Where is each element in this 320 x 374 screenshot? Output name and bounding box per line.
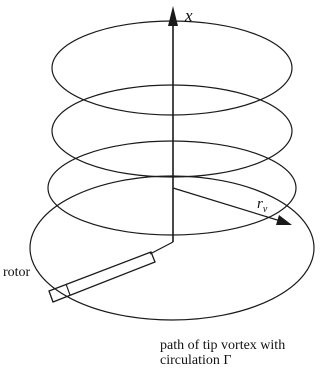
- vortex-turn: [47, 140, 297, 236]
- radius-vector: rv: [172, 187, 292, 225]
- rotor-label: rotor: [3, 265, 31, 280]
- radius-symbol: r: [257, 196, 263, 212]
- caption-line-1: path of tip vortex with: [160, 338, 285, 353]
- x-axis-arrowhead: [168, 6, 178, 26]
- x-axis-label: x: [184, 6, 193, 25]
- x-axis: x: [168, 6, 193, 242]
- radius-line: [172, 187, 288, 224]
- rotor-blade-edge: [65, 283, 71, 296]
- caption: path of tip vortex with circulation Γ: [160, 338, 285, 368]
- radius-label: rv: [257, 196, 268, 215]
- rotor-blade: [48, 251, 156, 303]
- caption-line-2: circulation Γ: [160, 353, 231, 368]
- vortex-turn: [51, 20, 293, 116]
- radius-arrowhead: [276, 215, 292, 225]
- vortex-helix: [29, 20, 315, 321]
- vortex-turn: [29, 175, 315, 321]
- vortex-turn: [51, 84, 293, 178]
- rotor-hub-line: [149, 241, 174, 255]
- rotor-blade-outline: [48, 251, 156, 303]
- radius-subscript: v: [263, 204, 268, 215]
